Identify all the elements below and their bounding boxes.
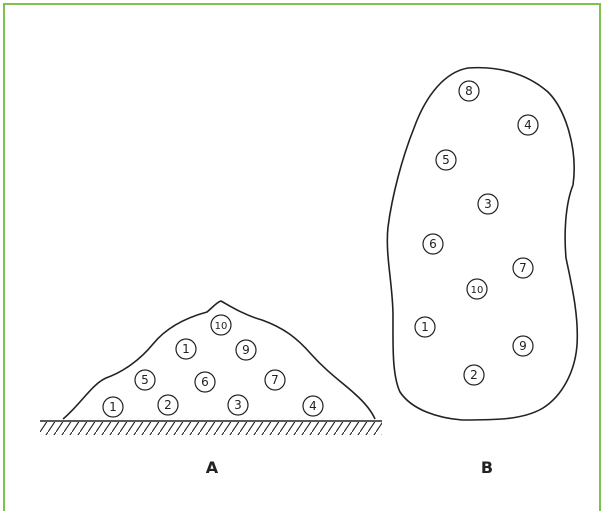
- marker-a-10: 4: [303, 396, 323, 416]
- ground-hatching: [40, 422, 382, 435]
- markers-a: 10 1 9 5 6 7 1 2 3 4: [103, 315, 323, 417]
- marker-label: 1: [421, 320, 429, 334]
- marker-label: 1: [182, 342, 190, 356]
- blob-outline: [387, 68, 577, 420]
- panel-a: 10 1 9 5 6 7 1 2 3 4 A: [40, 301, 382, 477]
- marker-b-8: 1: [415, 317, 435, 337]
- marker-a-9: 3: [228, 395, 248, 415]
- marker-a-3: 9: [236, 340, 256, 360]
- marker-label: 6: [429, 237, 437, 251]
- marker-label: 7: [271, 373, 279, 387]
- marker-label: 10: [215, 321, 228, 332]
- marker-b-5: 6: [423, 234, 443, 254]
- marker-label: 1: [109, 400, 117, 414]
- marker-label: 3: [484, 197, 492, 211]
- marker-b-3: 5: [436, 150, 456, 170]
- marker-a-7: 1: [103, 397, 123, 417]
- marker-a-4: 5: [135, 370, 155, 390]
- panel-b: 8 4 5 3 6 7 10 1 9 2 B: [387, 68, 577, 477]
- marker-label: 9: [519, 339, 527, 353]
- marker-b-4: 3: [478, 194, 498, 214]
- marker-label: 4: [524, 118, 532, 132]
- panel-label-b: B: [481, 458, 493, 477]
- marker-a-6: 7: [265, 370, 285, 390]
- marker-label: 3: [234, 398, 242, 412]
- marker-a-5: 6: [195, 372, 215, 392]
- marker-a-8: 2: [158, 395, 178, 415]
- marker-label: 7: [519, 261, 527, 275]
- marker-b-6: 7: [513, 258, 533, 278]
- marker-a-2: 1: [176, 339, 196, 359]
- marker-label: 2: [164, 398, 172, 412]
- marker-b-10: 2: [464, 365, 484, 385]
- marker-label: 5: [442, 153, 450, 167]
- marker-b-7: 10: [467, 279, 487, 299]
- marker-b-2: 4: [518, 115, 538, 135]
- marker-label: 2: [470, 368, 478, 382]
- marker-label: 6: [201, 375, 209, 389]
- marker-b-1: 8: [459, 81, 479, 101]
- panel-label-a: A: [206, 458, 219, 477]
- marker-b-9: 9: [513, 336, 533, 356]
- marker-label: 9: [242, 343, 250, 357]
- marker-label: 4: [309, 399, 317, 413]
- marker-a-1: 10: [211, 315, 231, 335]
- marker-label: 8: [465, 84, 473, 98]
- marker-label: 10: [471, 285, 484, 296]
- marker-label: 5: [141, 373, 149, 387]
- markers-b: 8 4 5 3 6 7 10 1 9 2: [415, 81, 538, 385]
